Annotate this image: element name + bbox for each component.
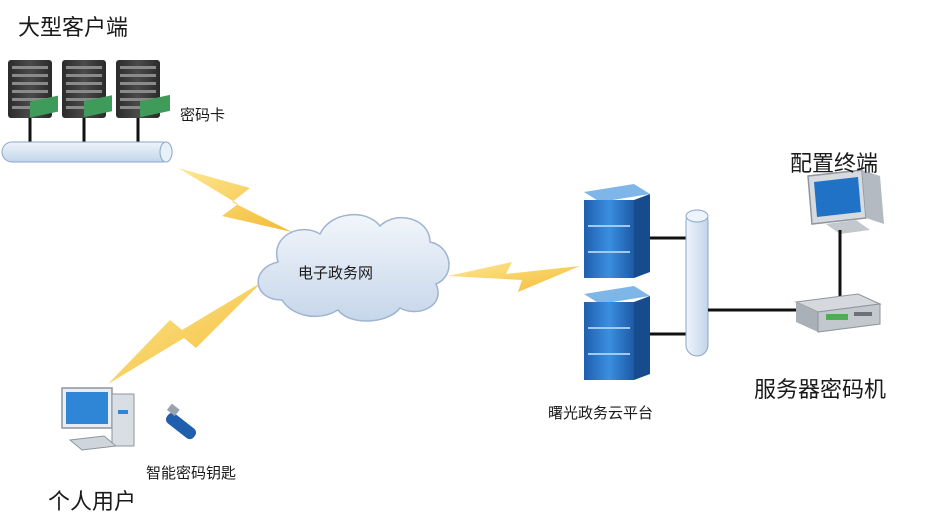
- label-smart-key: 智能密码钥匙: [146, 464, 237, 482]
- rack-server-icon: [116, 60, 170, 118]
- cloud-bus-pipe: [685, 209, 709, 357]
- lightning-link-user-network: [108, 282, 262, 384]
- server-crypto-machine-icon: [794, 293, 882, 333]
- lightning-link-client-network: [178, 168, 292, 232]
- label-crypto-card: 密码卡: [180, 106, 226, 124]
- blue-server-icon: [584, 184, 650, 278]
- blue-server-icon: [584, 286, 650, 380]
- cloud-platform-servers: [584, 184, 688, 380]
- config-terminal-monitor-icon: [807, 169, 884, 234]
- label-config-terminal: 配置终端: [790, 152, 879, 177]
- personal-computer-icon: [61, 387, 135, 451]
- rack-server-icon: [8, 60, 58, 118]
- label-gov-network: 电子政务网: [298, 264, 374, 282]
- label-large-client: 大型客户端: [18, 16, 129, 41]
- gov-network-cloud: [257, 213, 450, 322]
- label-server-crypto-machine: 服务器密码机: [754, 378, 887, 403]
- label-cloud-platform: 曙光政务云平台: [548, 404, 654, 422]
- large-client-servers: [8, 60, 170, 144]
- usb-key-icon: [165, 403, 197, 440]
- rack-server-icon: [62, 60, 112, 118]
- client-bus-pipe: [1, 141, 173, 163]
- label-personal-user: 个人用户: [48, 490, 137, 515]
- lightning-link-network-cloud: [448, 262, 580, 292]
